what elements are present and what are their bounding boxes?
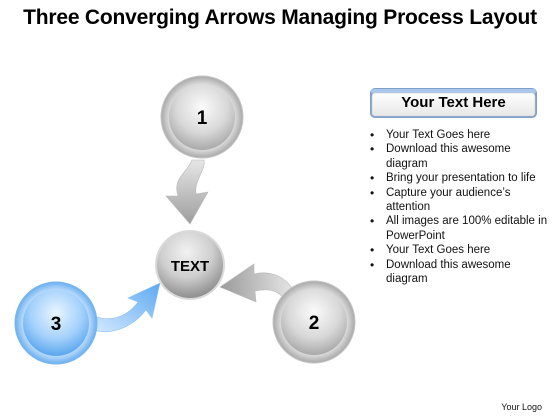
bullet-item: Your Text Goes here bbox=[368, 243, 548, 258]
bullet-item: Capture your audience’s attention bbox=[368, 186, 548, 215]
bullet-list: Your Text Goes here Download this awesom… bbox=[368, 128, 548, 286]
sidebar-header-label: Your Text Here bbox=[401, 94, 506, 111]
node-3-label: 3 bbox=[51, 314, 62, 335]
node-3: 3 bbox=[14, 281, 98, 365]
header-box-shape bbox=[370, 88, 537, 118]
node-center: TEXT bbox=[155, 230, 225, 300]
slide-title: Three Converging Arrows Managing Process… bbox=[23, 6, 537, 29]
arrow-2-to-center bbox=[219, 263, 297, 305]
sidebar-header: Your Text Here bbox=[370, 88, 537, 118]
bullet-item: Your Text Goes here bbox=[368, 128, 548, 143]
arrow-1-to-center bbox=[165, 159, 209, 225]
bullet-item: Bring your presentation to life bbox=[368, 171, 548, 186]
arrow-3-to-center bbox=[93, 282, 161, 332]
node-center-label: TEXT bbox=[171, 258, 209, 275]
bullet-item: Download this awesome diagram bbox=[368, 142, 548, 171]
node-2: 2 bbox=[272, 280, 356, 364]
node-1: 1 bbox=[160, 75, 244, 159]
bullet-item: All images are 100% editable in PowerPoi… bbox=[368, 214, 548, 243]
footer-logo: Your Logo bbox=[501, 402, 542, 412]
bullet-item: Download this awesome diagram bbox=[368, 258, 548, 287]
node-1-label: 1 bbox=[197, 108, 208, 129]
node-2-label: 2 bbox=[309, 313, 320, 334]
